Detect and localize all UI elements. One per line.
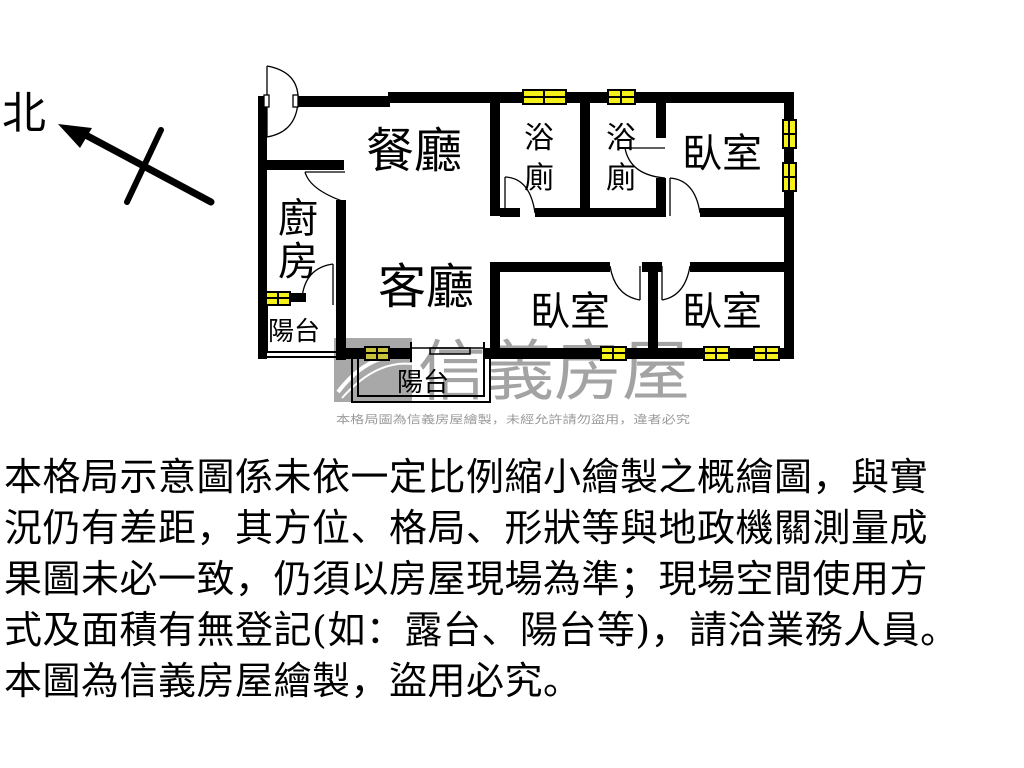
balcony-outlines <box>260 302 491 403</box>
label-balcony-south: 陽台 <box>397 368 449 398</box>
floor-plan: 信義房屋 本格局圖為信義房屋繪製，未經允許請勿盜用，違者必究 北 <box>2 65 797 426</box>
label-balcony-west: 陽台 <box>268 317 320 347</box>
window-bedroom-s2b <box>753 346 780 361</box>
label-bath1-2: 廁 <box>524 161 554 196</box>
label-kitchen-1: 廚 <box>278 196 318 242</box>
window-bedroom-s1 <box>600 346 627 361</box>
label-bath2-1: 浴 <box>606 121 636 156</box>
disclaimer-line: 本格局示意圖係未依一定比例縮小繪製之概繪圖，與實 <box>4 455 929 499</box>
label-bedroom-s2: 臥室 <box>682 289 762 335</box>
window-kitchen-balcony <box>265 291 291 306</box>
watermark-brand: 信義房屋 <box>418 333 690 410</box>
watermark-notice: 本格局圖為信義房屋繪製，未經允許請勿盜用，違者必究 <box>336 412 690 426</box>
label-living: 客廳 <box>378 259 474 315</box>
label-dining: 餐廳 <box>366 123 462 179</box>
label-bath2-2: 廁 <box>606 161 636 196</box>
window-top-bath2 <box>607 89 636 105</box>
label-kitchen-2: 房 <box>278 239 318 285</box>
disclaimer-line: 式及面積有無登記(如：露台、陽台等)，請洽業務人員。 <box>4 608 959 652</box>
window-bedroom-s2a <box>703 346 730 361</box>
disclaimer-line: 本圖為信義房屋繪製，盜用必究。 <box>4 659 582 703</box>
label-bedroom-ne: 臥室 <box>682 131 762 177</box>
compass: 北 <box>2 88 215 206</box>
window-top-bath1 <box>522 89 567 105</box>
disclaimer: 本格局示意圖係未依一定比例縮小繪製之概繪圖，與實 況仍有差距，其方位、格局、形狀… <box>4 452 1020 707</box>
window-east-1 <box>782 119 797 149</box>
north-arrow-icon <box>58 124 215 206</box>
windows <box>265 89 797 361</box>
disclaimer-line: 果圖未必一致，仍須以房屋現場為準；現場空間使用方 <box>4 557 929 601</box>
doors <box>263 65 701 305</box>
window-living-balcony <box>364 346 390 361</box>
window-east-2 <box>782 162 797 192</box>
north-label: 北 <box>2 88 46 139</box>
entry-door <box>263 65 299 138</box>
room-labels: 餐廳 客廳 廚 房 浴 廁 浴 廁 臥室 臥室 臥室 陽台 陽台 <box>268 121 762 398</box>
disclaimer-line: 況仍有差距，其方位、格局、形狀等與地政機關測量成 <box>4 506 929 550</box>
label-bedroom-s1: 臥室 <box>530 289 610 335</box>
label-bath1-1: 浴 <box>524 121 554 156</box>
